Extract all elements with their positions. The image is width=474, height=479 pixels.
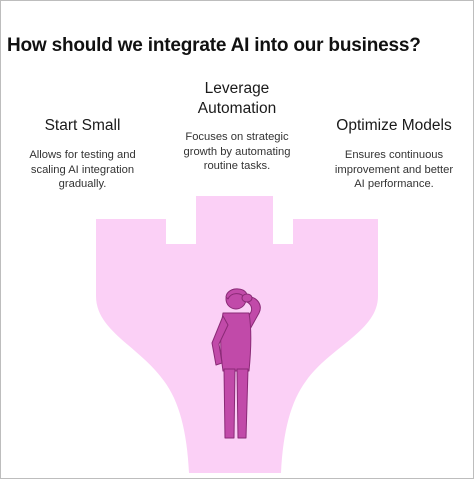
option-optimize-models: Optimize Models Ensures continuous impro… <box>319 116 469 192</box>
option-start-small: Start Small Allows for testing and scali… <box>15 116 150 192</box>
desc-line: growth by automating <box>183 145 291 158</box>
desc-line: improvement and better <box>334 163 454 176</box>
desc-line: gradually. <box>58 178 107 190</box>
heading-line: Automation <box>197 100 277 117</box>
option-heading: Start Small <box>44 117 121 134</box>
desc-line: scaling AI integration <box>30 163 135 176</box>
desc-line: routine tasks. <box>203 160 271 172</box>
page-title: How should we integrate AI into our busi… <box>7 35 421 56</box>
desc-line: Allows for testing and <box>29 149 136 161</box>
desc-line: AI performance. <box>354 178 434 190</box>
person-left-leg <box>223 368 236 439</box>
option-description: Allows for testing and scaling AI integr… <box>15 148 150 192</box>
option-description: Ensures continuous improvement and bette… <box>319 148 469 192</box>
option-heading: Leverage Automation <box>167 79 307 119</box>
person-right-leg <box>236 368 249 439</box>
thinking-person-icon <box>211 288 261 439</box>
person-left-arm <box>211 315 229 366</box>
heading-line: Leverage <box>204 80 270 97</box>
desc-line: Focuses on strategic <box>185 131 289 143</box>
option-heading: Optimize Models <box>336 117 452 134</box>
desc-line: Ensures continuous <box>344 149 444 161</box>
option-description: Focuses on strategic growth by automatin… <box>167 130 307 174</box>
person-hand <box>241 293 253 303</box>
option-leverage-automation: Leverage Automation Focuses on strategic… <box>167 79 307 174</box>
